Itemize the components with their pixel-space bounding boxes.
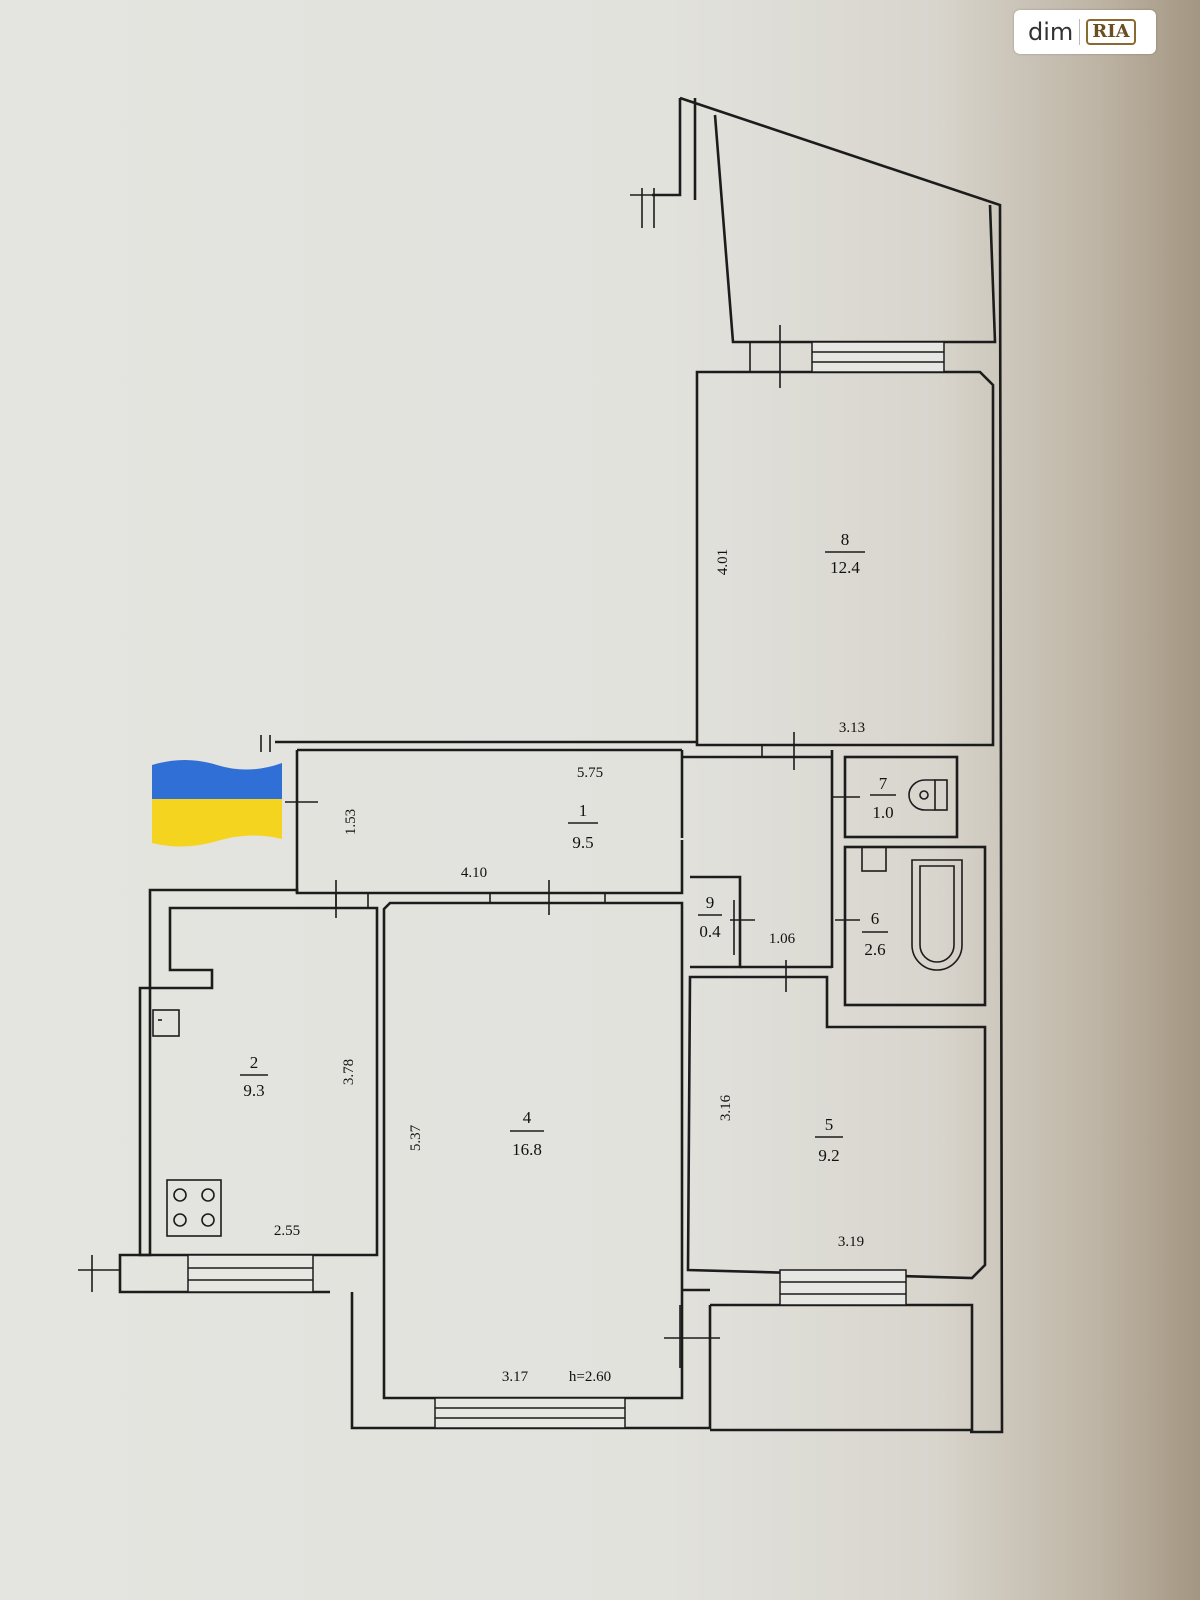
svg-text:0.4: 0.4 <box>699 922 721 941</box>
svg-text:9: 9 <box>706 893 715 912</box>
svg-text:7: 7 <box>879 774 888 793</box>
svg-text:3.17: 3.17 <box>502 1369 529 1385</box>
svg-text:3.19: 3.19 <box>838 1234 864 1250</box>
windows <box>187 341 945 1429</box>
svg-text:5.37: 5.37 <box>408 1124 424 1151</box>
svg-text:4: 4 <box>523 1108 532 1127</box>
room-labels: 8 12.4 1 9.5 7 1.0 9 0.4 6 2.6 2 9.3 <box>240 530 896 1165</box>
svg-text:9.3: 9.3 <box>243 1081 264 1100</box>
room-9-label: 9 0.4 <box>698 893 722 941</box>
svg-text:9.2: 9.2 <box>818 1146 839 1165</box>
ukraine-flag <box>152 760 282 847</box>
svg-text:3.13: 3.13 <box>839 720 865 736</box>
room-6-label: 6 2.6 <box>862 909 888 959</box>
svg-text:1.0: 1.0 <box>872 803 893 822</box>
watermark-divider <box>1079 19 1081 45</box>
svg-text:4.01: 4.01 <box>715 549 731 575</box>
svg-text:4.10: 4.10 <box>461 865 487 881</box>
svg-text:3.78: 3.78 <box>341 1059 357 1085</box>
svg-text:5.75: 5.75 <box>577 765 603 781</box>
room-2-label: 2 9.3 <box>240 1053 268 1100</box>
room-4-label: 4 16.8 <box>510 1108 544 1159</box>
svg-text:1: 1 <box>579 801 588 820</box>
svg-text:2: 2 <box>250 1053 259 1072</box>
watermark-brand: dim <box>1028 18 1074 46</box>
svg-text:12.4: 12.4 <box>830 558 860 577</box>
dim-ria-watermark: dim RIA <box>1014 10 1156 54</box>
svg-text:16.8: 16.8 <box>512 1140 542 1159</box>
dimension-labels: 4.01 3.13 5.75 1.53 4.10 1.06 3.78 2.55 … <box>274 549 865 1385</box>
svg-text:3.16: 3.16 <box>718 1094 734 1121</box>
svg-text:1.53: 1.53 <box>343 809 359 835</box>
room-8-label: 8 12.4 <box>825 530 865 577</box>
svg-text:8: 8 <box>841 530 850 549</box>
room-5-label: 5 9.2 <box>815 1115 843 1165</box>
svg-text:h=2.60: h=2.60 <box>569 1369 611 1385</box>
svg-text:1.06: 1.06 <box>769 931 796 947</box>
svg-text:9.5: 9.5 <box>572 833 593 852</box>
watermark-logo: RIA <box>1086 19 1136 45</box>
room-7-label: 7 1.0 <box>870 774 896 822</box>
svg-text:5: 5 <box>825 1115 834 1134</box>
room-1-label: 1 9.5 <box>568 801 598 852</box>
svg-text:6: 6 <box>871 909 880 928</box>
svg-text:2.55: 2.55 <box>274 1223 300 1239</box>
svg-text:2.6: 2.6 <box>864 940 885 959</box>
door-marks <box>78 188 860 1368</box>
fixtures <box>152 779 963 1237</box>
